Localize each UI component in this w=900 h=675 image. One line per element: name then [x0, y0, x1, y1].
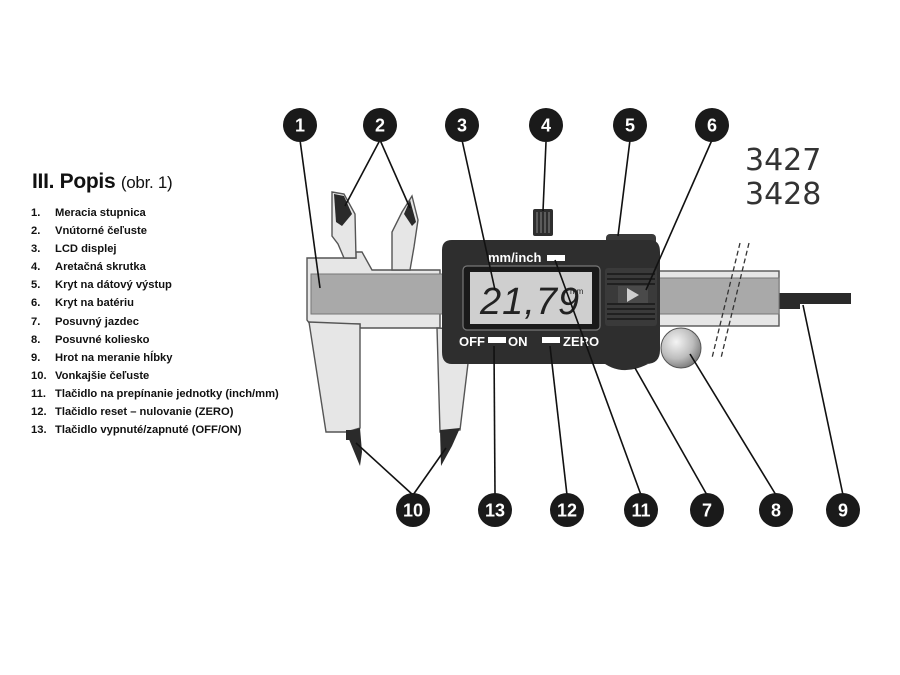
legend-item: 5. Kryt na dátový výstup: [31, 276, 279, 294]
callout-circle: [363, 108, 397, 142]
callout-circle: [550, 493, 584, 527]
on-label: ON: [508, 334, 528, 349]
off-label: OFF: [459, 334, 485, 349]
callout-circle: [695, 108, 729, 142]
unit-label: mm/inch: [488, 250, 542, 265]
legend-item-number: 5.: [31, 279, 41, 292]
callout-number: 5: [625, 116, 635, 136]
thumb-wheel: [660, 327, 702, 369]
legend-item: 4. Aretačná skrutka: [31, 258, 279, 276]
callout-circle: [529, 108, 563, 142]
legend-item: 2. Vnútorné čeľuste: [31, 222, 279, 240]
callout-number: 8: [771, 501, 781, 521]
legend-item-text: Tlačidlo vypnuté/zapnuté (OFF/ON): [55, 424, 242, 437]
legend-item-text: Kryt na dátový výstup: [55, 279, 172, 292]
model-number-2: 3428: [745, 177, 822, 212]
callout-number: 10: [403, 501, 423, 521]
callout-number: 9: [838, 501, 848, 521]
legend-item-number: 8.: [31, 333, 41, 346]
measuring-scale: [310, 273, 447, 315]
callout-number: 4: [541, 116, 551, 136]
legend-item: 9. Hrot na meranie hĺbky: [31, 349, 279, 367]
callout-circle: [826, 493, 860, 527]
legend-item-text: Tlačidlo reset – nulovanie (ZERO): [55, 406, 234, 419]
legend-item-number: 10.: [31, 369, 47, 382]
legend-item-text: Kryt na batériu: [55, 297, 134, 310]
zero-button[interactable]: [542, 337, 560, 343]
legend-item-number: 13.: [31, 424, 47, 437]
legend-item: 13. Tlačidlo vypnuté/zapnuté (OFF/ON): [31, 421, 279, 439]
legend-item-text: Tlačidlo na prepínanie jednotky (inch/mm…: [55, 387, 279, 400]
legend-item-text: Posuvný jazdec: [55, 315, 139, 328]
zero-label: ZERO: [563, 334, 599, 349]
legend-item-text: LCD displej: [55, 243, 117, 256]
callout-circle: [759, 493, 793, 527]
callout-number: 13: [485, 501, 505, 521]
play-triangle-icon: [627, 288, 639, 302]
callout-number: 12: [557, 501, 577, 521]
callout-circle: [613, 108, 647, 142]
model-number-1: 3427: [745, 143, 822, 178]
legend-item-number: 11.: [31, 387, 46, 400]
inner-jaw-movable: [391, 194, 419, 271]
legend-item-number: 6.: [31, 297, 41, 310]
lcd-reading: 21,79: [479, 281, 580, 323]
legend-item-number: 7.: [31, 315, 41, 328]
callout-circle: [445, 108, 479, 142]
outer-jaw-fixed: [308, 321, 361, 433]
legend-item-number: 12.: [31, 406, 47, 419]
callout-number: 3: [457, 116, 467, 136]
legend-item: 6. Kryt na batériu: [31, 294, 279, 312]
legend-item-number: 1.: [31, 207, 41, 219]
depth-rod: [776, 293, 851, 309]
legend-item: 11. Tlačidlo na prepínanie jednotky (inch…: [31, 385, 279, 403]
callout-number: 1: [295, 116, 305, 136]
callout-circle: [690, 493, 724, 527]
legend-item-text: Meracia stupnica: [55, 207, 146, 219]
legend-item-text: Posuvné koliesko: [55, 333, 150, 346]
callout-circle: [283, 108, 317, 142]
legend-item-text: Hrot na meranie hĺbky: [55, 351, 173, 364]
lcd-display: [470, 272, 592, 324]
legend-heading: III. Popis (obr. 1): [32, 170, 173, 194]
beam-right-scale: [654, 277, 780, 315]
legend-item: 7. Posuvný jazdec: [31, 313, 279, 331]
callout-number: 11: [631, 501, 650, 521]
legend-item-text: Vnútorné čeľuste: [55, 225, 147, 238]
legend-item-number: 4.: [31, 261, 41, 274]
legend-item: 8. Posuvné koliesko: [31, 331, 279, 349]
callout-circle: [624, 493, 658, 527]
legend-list: 1. Meracia stupnica 2. Vnútorné čeľuste 3. LC…: [31, 204, 279, 439]
lcd-reading-unit: mm: [570, 287, 584, 296]
legend-item: 1. Meracia stupnica: [31, 204, 279, 222]
legend-item-text: Aretačná skrutka: [55, 261, 146, 274]
legend-subtitle: (obr. 1): [120, 173, 173, 192]
callout-circle: [478, 493, 512, 527]
callout-number: 2: [375, 116, 385, 136]
leader-lines: [299, 139, 844, 496]
legend-title: III. Popis: [32, 170, 116, 193]
legend-item: 10. Vonkajšie čeľuste: [31, 367, 279, 385]
inch-mm-button[interactable]: [547, 255, 565, 261]
legend-item-number: 2.: [31, 225, 41, 238]
legend-item-number: 3.: [31, 243, 41, 256]
legend-item: 12. Tlačidlo reset – nulovanie (ZERO): [31, 403, 279, 421]
legend-item-text: Vonkajšie čeľuste: [55, 369, 150, 382]
legend-item-number: 9.: [31, 351, 41, 364]
locking-screw: [533, 209, 553, 236]
callout-circle: [396, 493, 430, 527]
legend-item: 3. LCD displej: [31, 240, 279, 258]
callout-number: 6: [707, 116, 717, 136]
callout-number: 7: [702, 501, 712, 521]
off-on-button[interactable]: [488, 337, 506, 343]
